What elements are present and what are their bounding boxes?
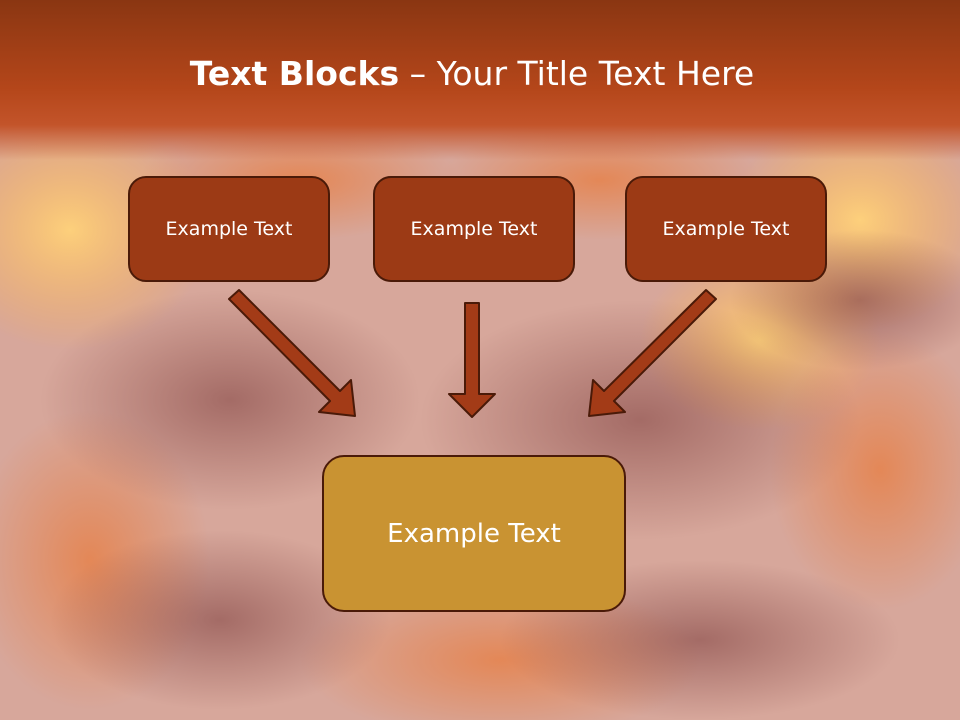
top-text-block-3-label: Example Text [662, 218, 790, 240]
top-text-block-2: Example Text [373, 176, 575, 282]
top-text-block-1: Example Text [128, 176, 330, 282]
bottom-text-block: Example Text [322, 455, 626, 612]
title-rest: Your Title Text Here [436, 54, 755, 93]
top-text-block-2-label: Example Text [410, 218, 538, 240]
top-text-block-1-label: Example Text [165, 218, 293, 240]
arrow-center-down [448, 302, 496, 418]
slide-title: Text Blocks – Your Title Text Here [0, 54, 944, 93]
top-text-block-3: Example Text [625, 176, 827, 282]
arrow-left-diagonal [228, 289, 356, 417]
title-bar [0, 0, 960, 160]
title-bold-part: Text Blocks [189, 54, 400, 93]
title-separator: – [399, 54, 437, 93]
arrow-right-diagonal [588, 289, 717, 417]
bottom-text-block-label: Example Text [387, 518, 561, 549]
